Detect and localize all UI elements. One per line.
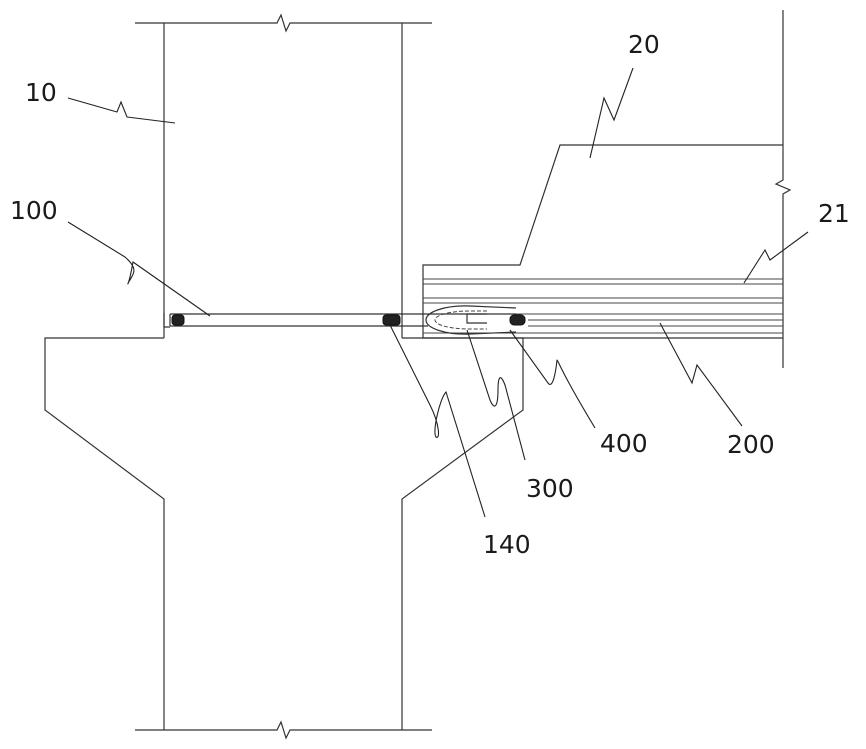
part-20-slab (422, 10, 792, 368)
leader-21 (743, 231, 809, 284)
part-300-anchor (425, 305, 526, 335)
leader-300 (466, 329, 526, 461)
label-140: 140 (483, 530, 531, 559)
leader-140 (389, 324, 486, 518)
leader-10 (67, 97, 176, 124)
leader-lines (67, 67, 809, 518)
seal-400 (509, 314, 526, 326)
leader-100 (67, 221, 211, 317)
label-300: 300 (526, 474, 574, 503)
seal-140 (382, 314, 401, 326)
reference-labels: 10 20 21 100 140 200 300 400 (10, 30, 850, 559)
slab-outline (422, 144, 783, 339)
leader-20 (589, 67, 634, 159)
corbel-left-outline (44, 337, 165, 730)
anchor-inner-dashed (434, 310, 487, 330)
left-notch (163, 313, 170, 328)
part-21-200-layers (423, 278, 783, 334)
label-10: 10 (25, 78, 57, 107)
part-100-bar (169, 313, 516, 327)
leader-200 (659, 322, 743, 427)
label-400: 400 (600, 429, 648, 458)
label-20: 20 (628, 30, 660, 59)
label-200: 200 (727, 430, 775, 459)
left-seal (171, 314, 185, 326)
anchor-outer (425, 305, 517, 335)
label-100: 100 (10, 196, 58, 225)
leader-400 (509, 329, 596, 429)
anchor-slot (466, 313, 487, 324)
top-break-line (135, 13, 432, 33)
part-10-column (44, 13, 524, 740)
right-break-line (774, 10, 792, 368)
bottom-break-line (135, 720, 432, 740)
label-21: 21 (818, 199, 850, 228)
